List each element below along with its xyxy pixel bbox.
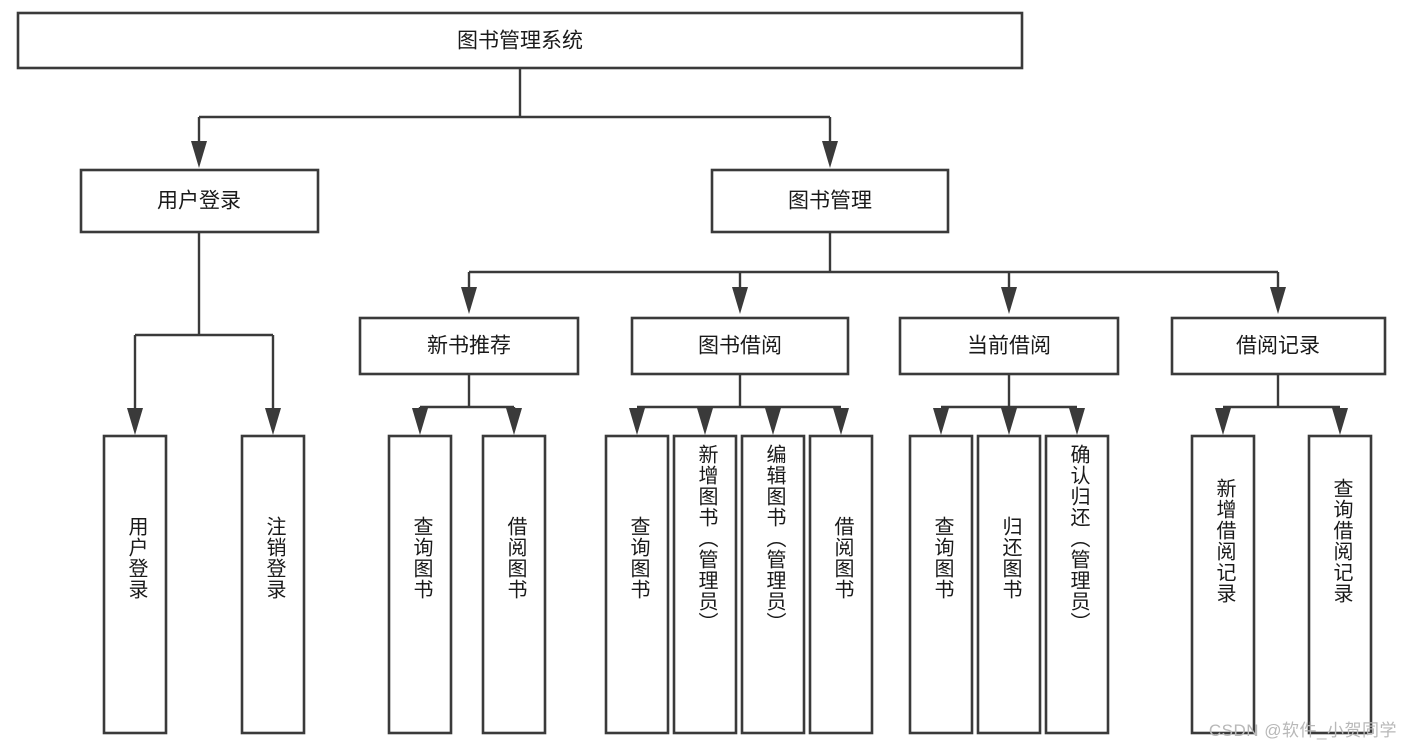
leaf-box-borrow-book-2[interactable] [808,434,874,735]
connector-group-book-borrow [629,374,849,435]
arrowhead-leaf-query-book-2 [629,408,645,435]
node-new-book-recommend-label: 新书推荐 [427,335,511,358]
leaf-box-query-record[interactable] [1307,434,1373,735]
node-root-box[interactable] [16,11,1024,70]
node-root[interactable]: 图书管理系统 [16,11,1024,70]
arrowhead-user-login [191,141,207,168]
arrowhead-borrow-record [1270,287,1286,314]
connector-group-book-management [461,232,1286,314]
arrowhead-book-management [822,141,838,168]
leaf-box-add-record[interactable] [1190,434,1256,735]
node-root-label: 图书管理系统 [457,30,583,53]
node-book-management-label: 图书管理 [788,190,872,213]
leaf-box-query-book-1[interactable] [387,434,453,735]
node-borrow-record[interactable]: 借阅记录 [1170,316,1387,376]
connector-group-root [191,68,838,168]
leaf-box-return-book[interactable] [976,434,1042,735]
leaf-box-confirm-return[interactable] [1044,434,1110,735]
leaf-box-borrow-book-1[interactable] [481,434,547,735]
connector-group-user-login [127,232,281,435]
arrowhead-leaf-add-book [697,408,713,435]
connector-group-new-book-recommend [412,374,522,435]
connector-group-current-borrow [933,374,1085,435]
arrowhead-book-borrow [732,287,748,314]
leaf-box-edit-book[interactable] [740,434,806,735]
leaf-box-query-book-2[interactable] [604,434,670,735]
arrowhead-leaf-add-record [1215,408,1231,435]
node-book-borrow-label: 图书借阅 [698,335,782,358]
node-borrow-record-box[interactable] [1170,316,1387,376]
leaf-box-group [102,434,1373,735]
arrowhead-leaf-edit-book [765,408,781,435]
arrowhead-leaf-borrow-book-1 [506,408,522,435]
arrowhead-leaf-user-login [127,408,143,435]
node-current-borrow[interactable]: 当前借阅 [898,316,1120,376]
arrowhead-new-book-recommend [461,287,477,314]
node-book-management[interactable]: 图书管理 [710,168,950,234]
node-new-book-recommend[interactable]: 新书推荐 [358,316,580,376]
arrowhead-leaf-logout-login [265,408,281,435]
node-user-login-box[interactable] [79,168,320,234]
node-book-borrow-box[interactable] [630,316,850,376]
arrowhead-leaf-return-book [1001,408,1017,435]
leaf-box-query-book-3[interactable] [908,434,974,735]
arrowhead-leaf-query-record [1332,408,1348,435]
arrowhead-leaf-query-book-3 [933,408,949,435]
node-book-borrow[interactable]: 图书借阅 [630,316,850,376]
node-user-login-label: 用户登录 [157,190,241,213]
node-borrow-record-label: 借阅记录 [1236,335,1320,358]
arrowhead-current-borrow [1001,287,1017,314]
arrowhead-leaf-query-book-1 [412,408,428,435]
leaf-box-user-login[interactable] [102,434,168,735]
node-current-borrow-box[interactable] [898,316,1120,376]
arrowhead-leaf-borrow-book-2 [833,408,849,435]
node-book-management-box[interactable] [710,168,950,234]
leaf-box-add-book[interactable] [672,434,738,735]
arrowhead-leaf-confirm-return [1069,408,1085,435]
node-current-borrow-label: 当前借阅 [967,335,1051,358]
connector-group-borrow-record [1215,374,1348,435]
node-user-login[interactable]: 用户登录 [79,168,320,234]
node-new-book-recommend-box[interactable] [358,316,580,376]
csdn-watermark: CSDN @软件_小贺同学 [1208,721,1397,740]
leaf-box-logout-login[interactable] [240,434,306,735]
